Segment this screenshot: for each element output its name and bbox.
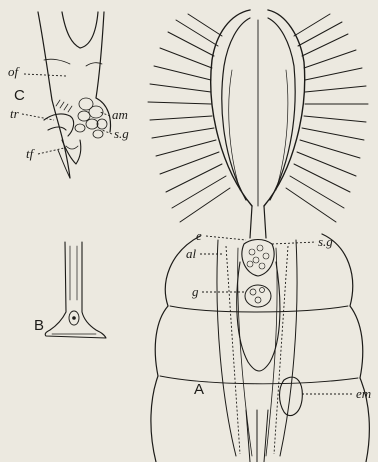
label-sg-a: s.g: [318, 234, 333, 249]
panel-b-drawing: [45, 242, 106, 338]
panel-label-a: A: [194, 381, 204, 398]
label-g: g: [192, 284, 199, 299]
label-al: al: [186, 246, 197, 261]
label-of: of: [8, 64, 21, 79]
label-sg-c: s.g: [114, 126, 129, 141]
panel-a-drawing: [148, 10, 369, 462]
label-am: am: [112, 107, 128, 122]
label-tf: tf: [26, 146, 36, 161]
label-em: em: [356, 386, 371, 401]
label-e: e: [196, 228, 202, 243]
label-tr: tr: [10, 106, 20, 121]
panel-label-b: B: [34, 317, 44, 334]
panel-label-c: C: [14, 87, 25, 104]
panel-c-drawing: [38, 12, 110, 178]
panel-c-cell-cluster: [75, 98, 107, 138]
